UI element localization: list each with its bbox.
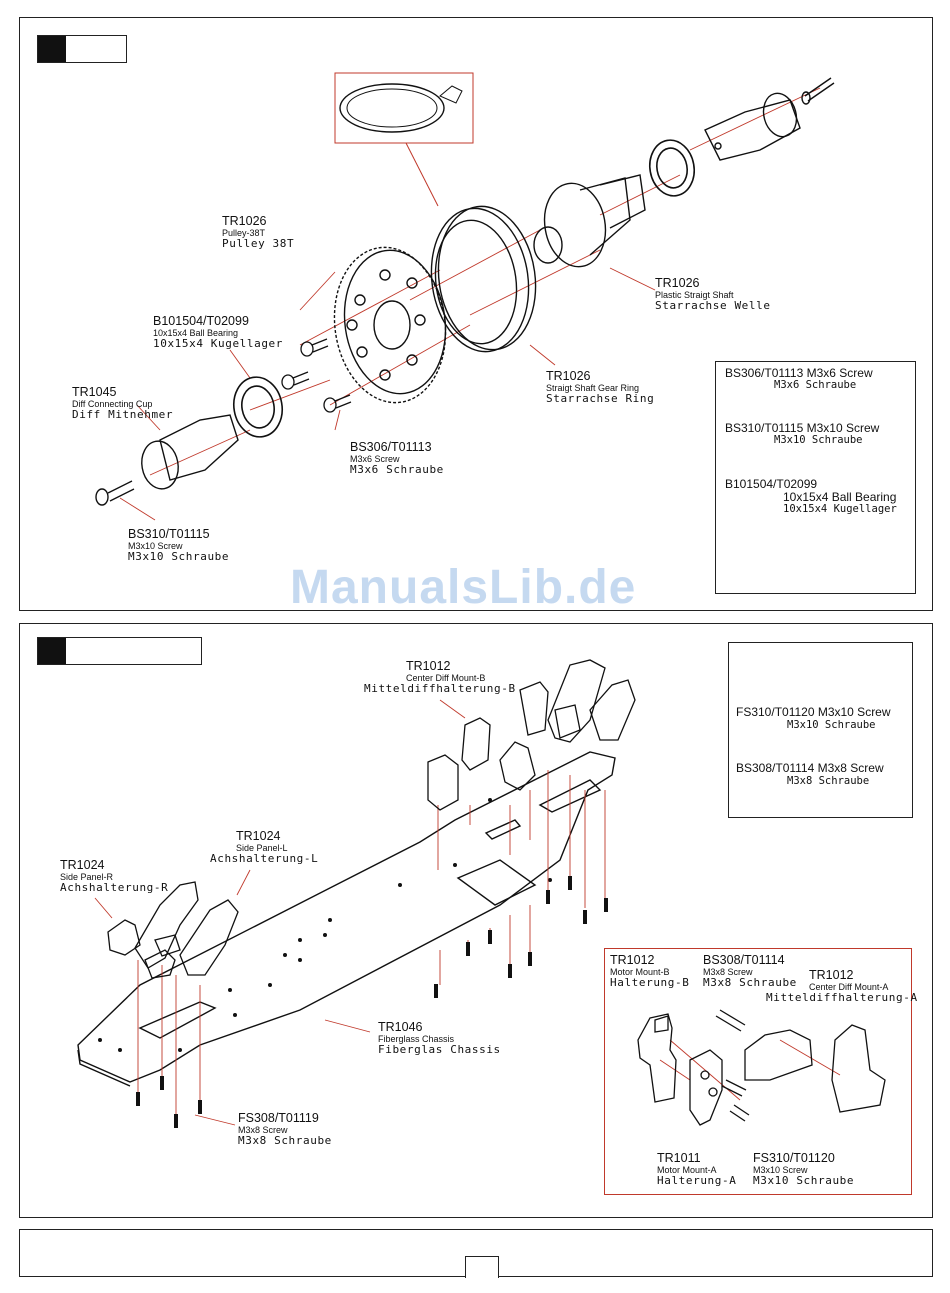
oring-inset-box xyxy=(334,72,474,144)
chassis-screws-icon xyxy=(136,876,608,1128)
legend1-m3x6-sub: M3x6 Schraube xyxy=(774,379,857,391)
pulley-icon xyxy=(333,246,447,404)
oring-icon xyxy=(339,83,445,133)
diff-cup-right-icon xyxy=(704,92,801,161)
center-diff-mount-b-icon xyxy=(427,659,636,811)
side-panel-icon xyxy=(107,881,239,979)
step2-legend: FS310/T01120 M3x10 Screw M3x10 Schraube … xyxy=(728,642,913,818)
step2-panel xyxy=(19,623,933,1218)
gear-ring-icon xyxy=(430,205,537,353)
legend2-m3x8-sub: M3x8 Schraube xyxy=(787,775,870,787)
legend1-bearing-sub: 10x15x4 Kugellager xyxy=(783,503,897,515)
legend2-m3x8-title: BS308/T01114 M3x8 Screw xyxy=(736,761,884,775)
screw-top-right-icon xyxy=(801,77,835,105)
m3x6-screws-icon xyxy=(281,338,352,413)
screw-left-icon xyxy=(95,480,135,506)
bearing-left-icon xyxy=(232,376,284,438)
center-diff-mount-a-icon xyxy=(744,1024,886,1113)
step1-tab xyxy=(37,35,127,63)
legend1-m3x6-title: BS306/T01113 M3x6 Screw xyxy=(725,366,873,380)
legend1-m3x10-sub: M3x10 Schraube xyxy=(774,434,863,446)
detail-screws-icon xyxy=(715,1009,750,1122)
motor-mount-b-icon xyxy=(637,1013,677,1103)
legend2-m3x10-sub: M3x10 Schraube xyxy=(787,719,876,731)
page-number-tab xyxy=(465,1256,499,1278)
diff-cup-left-icon xyxy=(141,414,239,490)
legend2-m3x10-title: FS310/T01120 M3x10 Screw xyxy=(736,705,891,719)
watermark: ManualsLib.de xyxy=(290,561,637,614)
legend1-bearing-code: B101504/T02099 xyxy=(725,477,818,491)
straight-shaft-icon xyxy=(533,174,646,268)
legend1-m3x10-title: BS310/T01115 M3x10 Screw xyxy=(725,421,880,435)
motor-mount-a-icon xyxy=(689,1049,723,1126)
step1-legend: BS306/T01113 M3x6 Screw M3x6 Schraube BS… xyxy=(715,361,916,594)
chassis-plate-icon xyxy=(77,751,616,1087)
detail-red-box xyxy=(604,948,912,1195)
legend1-bearing-title: 10x15x4 Ball Bearing xyxy=(783,490,897,504)
chassis-holes xyxy=(98,798,552,1052)
step2-tab xyxy=(37,637,202,665)
bearing-right-icon xyxy=(648,139,696,197)
